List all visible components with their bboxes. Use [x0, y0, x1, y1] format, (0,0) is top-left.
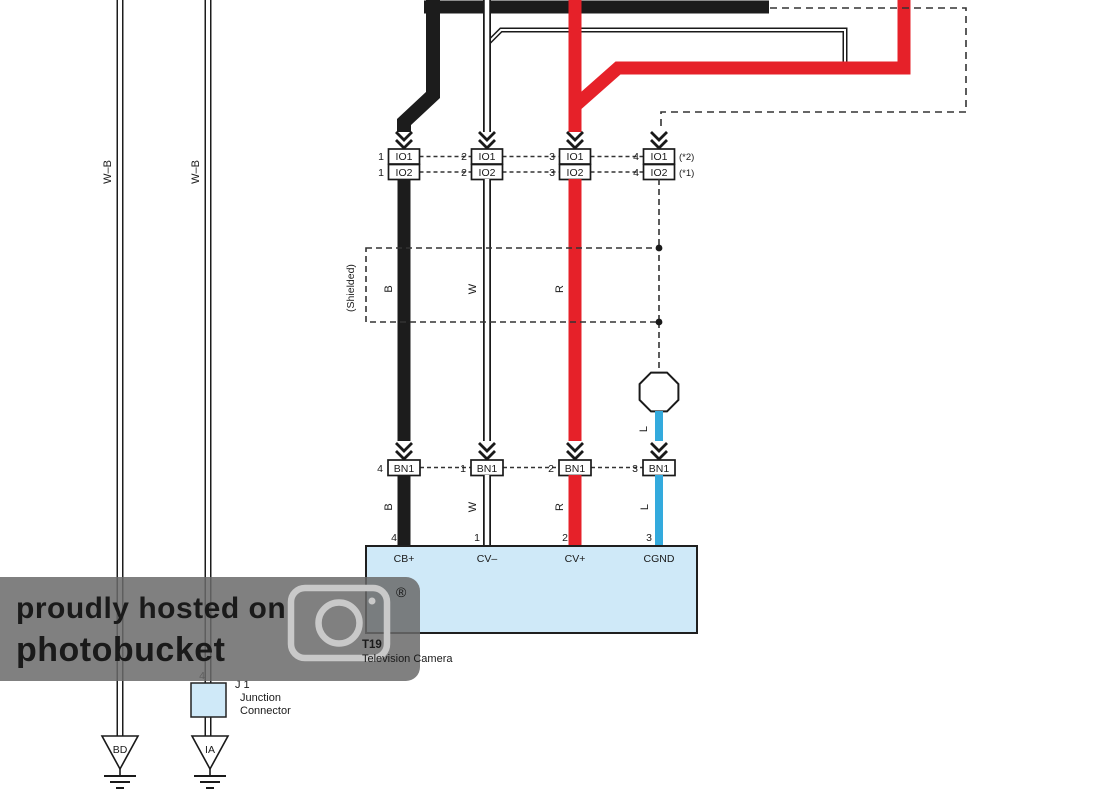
camera-icon-body [287, 584, 391, 662]
watermark-line1: proudly hosted on [16, 592, 286, 625]
wire-white-branch [485, 27, 848, 66]
wire-color-letter: B [383, 285, 395, 292]
photobucket-camera-icon [287, 584, 391, 662]
watermark-line2: photobucket [16, 631, 225, 669]
arrow-down-icon [478, 442, 496, 461]
io1-note: (*2) [679, 152, 694, 163]
arrow-down-icon [395, 442, 413, 461]
arrow-down-icon [650, 131, 668, 150]
io1-label: IO1 [396, 151, 413, 163]
camera-pin: 3 [646, 532, 652, 544]
bn1-pin: 4 [377, 463, 383, 475]
ground-triangle [190, 735, 230, 771]
wire-color-letter: R [554, 503, 566, 511]
camera-wires: B W R L 4 1 2 3 [383, 475, 663, 546]
junction-name-line2: Connector [240, 705, 291, 717]
camera-pin: 2 [562, 532, 568, 544]
wire-black-top-vertical [397, 0, 440, 132]
junction-dot [655, 318, 663, 326]
camera-pin: 1 [474, 532, 480, 544]
bn1-pin: 3 [632, 463, 638, 475]
bn1-label: BN1 [649, 463, 670, 475]
ground-hatch-icon [104, 775, 136, 789]
wire-color-letter: L [639, 504, 651, 510]
junction-name-line1: Junction [240, 692, 281, 704]
ground-label: IA [205, 744, 215, 756]
top-wires [397, 0, 967, 132]
io2-label: IO2 [651, 167, 668, 179]
arrow-down-icon [478, 131, 496, 150]
io1-pin: 4 [633, 151, 639, 163]
television-camera-box [365, 545, 698, 634]
shield-box [365, 247, 660, 323]
watermark: proudly hosted on photobucket ® [0, 577, 420, 681]
io-connector-rows: 1 IO1 1 IO2 2 IO1 2 IO2 3 IO1 3 IO2 4 IO… [378, 131, 694, 181]
bn1-label: BN1 [565, 463, 586, 475]
registered-mark: ® [396, 584, 407, 600]
bn1-label: BN1 [394, 463, 415, 475]
ground-symbol-bd: BD [100, 735, 140, 789]
junction-id: J 1 [235, 679, 250, 691]
wire-white-branch-core [486, 29, 846, 66]
ground-symbol-ia: IA [190, 735, 230, 789]
wire-color-letter: B [383, 503, 395, 510]
bn1-pin: 1 [460, 463, 466, 475]
camera-terminal: CV+ [565, 553, 586, 565]
io1-label: IO1 [479, 151, 496, 163]
television-camera-component: CB+ CV– CV+ CGND [365, 545, 698, 634]
io2-label: IO2 [396, 167, 413, 179]
wire-color-letter: R [554, 285, 566, 293]
io2-pin: 2 [461, 167, 467, 179]
arrow-down-icon [650, 442, 668, 461]
junction-connector-box [190, 682, 227, 718]
io1-pin: 3 [549, 151, 555, 163]
bn1-label: BN1 [477, 463, 498, 475]
camera-terminal: CB+ [394, 553, 415, 565]
arrow-down-icon [566, 442, 584, 461]
ground-triangle [100, 735, 140, 771]
camera-icon-lens [315, 599, 363, 647]
wire-label-w-b-1: W–B [102, 160, 114, 184]
center-wires: (Shielded) B W R L [345, 179, 680, 441]
camera-pin: 4 [391, 532, 397, 544]
bn-connector-row: 4 BN1 1 BN1 2 BN1 3 BN1 [377, 442, 676, 477]
io2-pin: 3 [549, 167, 555, 179]
io2-label: IO2 [567, 167, 584, 179]
junction-dot [655, 244, 663, 252]
io2-pin: 4 [633, 167, 639, 179]
io1-label: IO1 [651, 151, 668, 163]
camera-terminal: CV– [477, 553, 498, 565]
wire-color-letter: W [467, 283, 479, 294]
wire-dashed-option-route [660, 7, 967, 131]
camera-code: T19 [362, 639, 382, 651]
camera-name: Television Camera [362, 653, 453, 665]
wire-color-letter: L [638, 426, 650, 432]
shield-terminal-octagon-icon [638, 371, 680, 413]
camera-terminal: CGND [644, 553, 675, 565]
io2-label: IO2 [479, 167, 496, 179]
ground-label: BD [113, 744, 128, 756]
bn1-pin: 2 [548, 463, 554, 475]
io1-label: IO1 [567, 151, 584, 163]
wire-red-corner [570, 0, 911, 111]
arrow-down-icon [395, 131, 413, 150]
shielded-label: (Shielded) [345, 264, 357, 312]
io2-pin: 1 [378, 167, 384, 179]
ground-hatch-icon [194, 775, 226, 789]
camera-icon-dot [368, 597, 376, 605]
camera-caption: T19 Television Camera [362, 639, 453, 665]
wire-color-letter: W [467, 501, 479, 512]
io1-pin: 1 [378, 151, 384, 163]
arrow-down-icon [566, 131, 584, 150]
wire-label-w-b-2: W–B [190, 160, 202, 184]
io1-pin: 2 [461, 151, 467, 163]
io2-note: (*1) [679, 168, 694, 179]
